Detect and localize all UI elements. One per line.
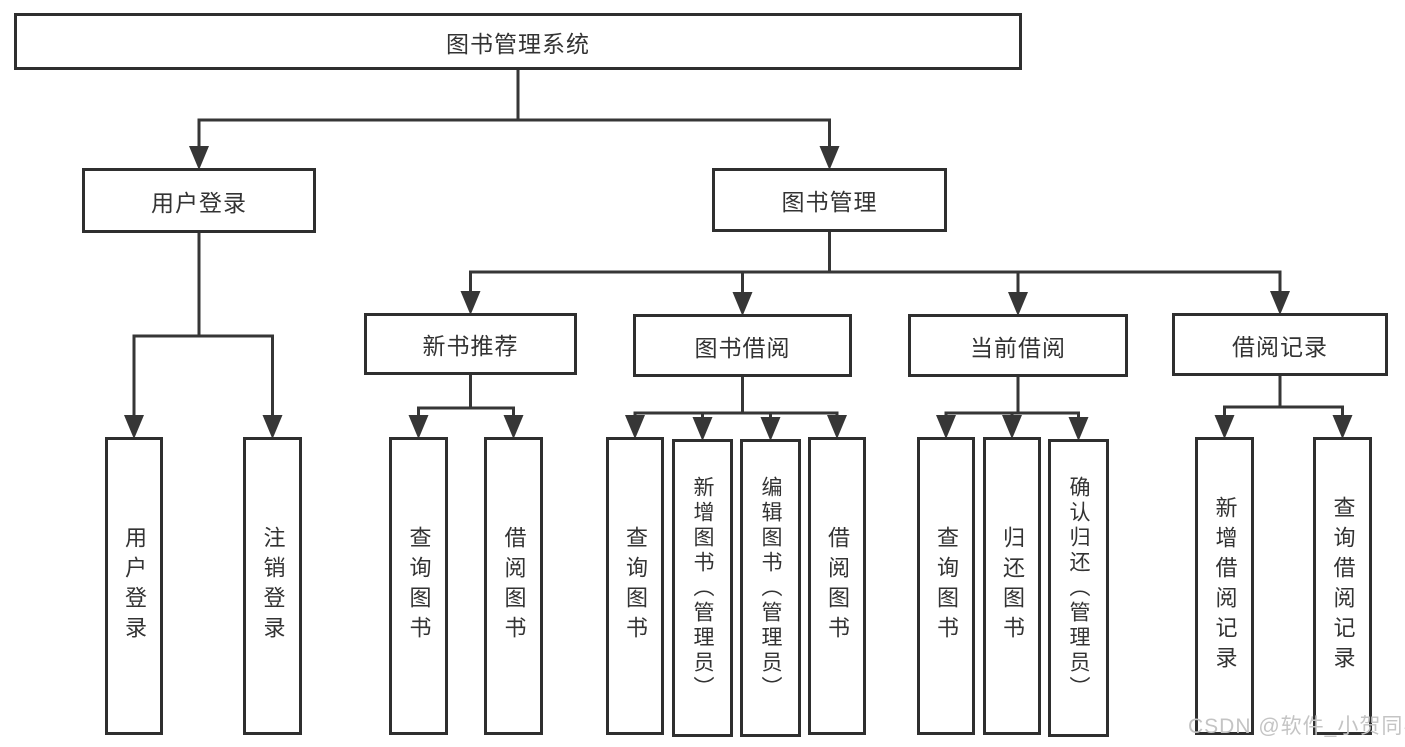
diagram-node-label: 图书管理: [781, 189, 878, 215]
diagram-node-label: 用户登录: [122, 526, 147, 646]
diagram-node-label: 借阅图书: [501, 526, 527, 646]
diagram-node-current-query: 查询图书: [917, 437, 975, 735]
diagram-node-login-logout: 注销登录: [243, 437, 302, 735]
diagram-node-records: 借阅记录: [1172, 313, 1388, 376]
diagram-node-label: 借阅记录: [1232, 333, 1328, 360]
diagram-node-newbook-query: 查询图书: [389, 437, 448, 735]
diagram-node-label: 确认归还（管理员）: [1067, 475, 1090, 701]
diagram-node-label: 用户登录: [151, 189, 247, 216]
diagram-node-login: 用户登录: [82, 168, 316, 233]
diagram-node-label: 新增图书（管理员）: [691, 475, 714, 701]
diagram-node-borrow-add: 新增图书（管理员）: [672, 439, 733, 737]
watermark: CSDN @软件_小贺同学: [1188, 715, 1405, 738]
diagram-node-label: 注销登录: [260, 526, 286, 646]
diagram-node-label: 归还图书: [1000, 526, 1025, 646]
diagram-node-newbook-borrow: 借阅图书: [484, 437, 543, 735]
diagram-node-label: 编辑图书（管理员）: [759, 475, 782, 701]
diagram-node-current-confirm: 确认归还（管理员）: [1048, 439, 1109, 737]
diagram-node-mgmt: 图书管理: [712, 168, 947, 232]
diagram-node-borrow-query: 查询图书: [606, 437, 664, 735]
diagram-node-label: 图书借阅: [694, 334, 791, 361]
diagram-node-label: 新书推荐: [422, 333, 519, 359]
diagram-node-label: 当前借阅: [970, 334, 1066, 361]
diagram-node-label: 图书管理系统: [446, 30, 590, 57]
diagram-node-borrow-lend: 借阅图书: [808, 437, 866, 735]
diagram-node-current: 当前借阅: [908, 314, 1128, 377]
diagram-node-records-query: 查询借阅记录: [1313, 437, 1372, 735]
diagram-node-newbook: 新书推荐: [364, 313, 577, 375]
diagram-node-label: 查询图书: [406, 526, 432, 646]
diagram-node-borrow-edit: 编辑图书（管理员）: [740, 439, 801, 737]
diagram-node-records-add: 新增借阅记录: [1195, 437, 1254, 735]
diagram-node-label: 查询图书: [623, 526, 648, 646]
diagram-node-login-user: 用户登录: [105, 437, 163, 735]
diagram-node-label: 借阅图书: [825, 526, 850, 646]
diagram-node-system: 图书管理系统: [14, 13, 1022, 70]
diagram-node-current-return: 归还图书: [983, 437, 1041, 735]
diagram-node-label: 查询图书: [934, 526, 959, 646]
diagram-node-label: 新增借阅记录: [1212, 496, 1238, 676]
diagram-node-label: 查询借阅记录: [1330, 496, 1356, 676]
diagram-node-borrow: 图书借阅: [633, 314, 852, 377]
